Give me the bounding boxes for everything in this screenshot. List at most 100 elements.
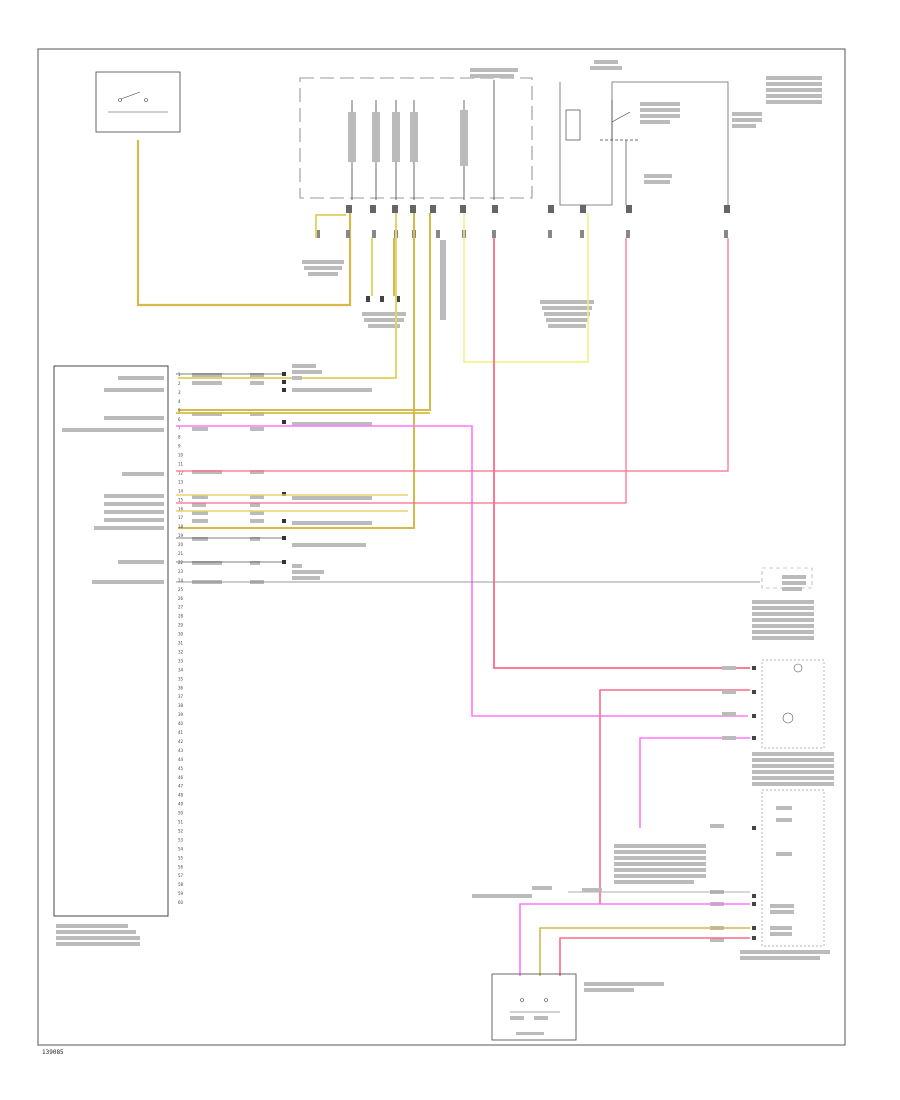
right-upper-module-box <box>761 659 825 749</box>
tcm-pin-number: 16 <box>178 506 184 511</box>
tcm-pin-number: 37 <box>178 694 184 699</box>
tcm-pin-number: 3 <box>178 390 181 395</box>
tcm-pin-number: 22 <box>178 560 184 565</box>
tcm-pin-number: 41 <box>178 730 184 735</box>
relay-coil-symbol <box>565 100 640 205</box>
tcm-pin-number: 9 <box>178 444 181 449</box>
tcm-pin-number: 12 <box>178 470 184 475</box>
tcm-pin-number: 18 <box>178 524 184 529</box>
tcm-pin-number: 45 <box>178 766 184 771</box>
tcm-pin-number: 55 <box>178 855 184 860</box>
tcm-pin-number: 46 <box>178 775 184 780</box>
tcm-pin-number: 26 <box>178 596 184 601</box>
right-small-connector-labels <box>752 575 814 640</box>
tcm-pin-number: 54 <box>178 846 184 851</box>
tcm-pin-number: 53 <box>178 837 184 842</box>
tcm-pin-arrows <box>282 372 286 564</box>
tcm-pin-number: 20 <box>178 542 184 547</box>
tcm-pin-number: 44 <box>178 757 184 762</box>
tcm-pin-number: 36 <box>178 685 184 690</box>
tcm-footer-label <box>56 924 140 946</box>
splice-ground-center <box>362 312 406 328</box>
tcm-pin-number: 59 <box>178 891 184 896</box>
tcm-pin-number: 43 <box>178 748 184 753</box>
bottom-switch-box <box>491 973 577 1041</box>
right-lower-module-box <box>761 789 825 947</box>
right-lower-module-wire-labels <box>710 824 724 942</box>
tcm-pin-number: 33 <box>178 658 184 663</box>
relay-labels <box>470 60 822 184</box>
tcm-pin-number: 47 <box>178 784 184 789</box>
tcm-pin-number: 52 <box>178 828 184 833</box>
tcm-pin-number: 15 <box>178 497 184 502</box>
tcm-pin-number: 49 <box>178 802 184 807</box>
tcm-short-wires <box>176 373 282 563</box>
tcm-pin-number: 31 <box>178 641 184 646</box>
wire-yellow-top-left <box>136 140 352 307</box>
tcm-pin-number: 10 <box>178 453 184 458</box>
tcm-pin-number: 38 <box>178 703 184 708</box>
tcm-tail-labels <box>292 364 372 580</box>
right-upper-module-wire-labels <box>722 666 736 740</box>
tcm-pin-number: 50 <box>178 811 184 816</box>
right-upper-module-icon-1 <box>793 663 803 673</box>
tcm-pin-number: 40 <box>178 721 184 726</box>
bottom-switch-symbol <box>510 998 560 1013</box>
tcm-pin-number: 17 <box>178 515 184 520</box>
tcm-module-box <box>53 365 169 917</box>
tcm-pin-number: 48 <box>178 793 184 798</box>
tcm-pin-number: 8 <box>178 435 181 440</box>
tcm-pin-number: 19 <box>178 533 184 538</box>
tcm-pin-number: 57 <box>178 873 184 878</box>
tcm-pin-number: 5 <box>178 408 181 413</box>
tcm-pin-number: 29 <box>178 623 184 628</box>
tcm-pin-number: 56 <box>178 864 184 869</box>
right-lower-module-pins <box>752 826 756 940</box>
diagram-border <box>37 48 846 1046</box>
tcm-pin-number: 39 <box>178 712 184 717</box>
wires-center-yellow <box>178 213 589 529</box>
tcm-pin-number: 6 <box>178 417 181 422</box>
tcm-pin-number: 7 <box>178 426 181 431</box>
top-right-relay-box <box>559 81 729 206</box>
tcm-grey-wire-labels <box>192 373 264 584</box>
tcm-pin-number: 60 <box>178 900 184 905</box>
tcm-pin-number: 13 <box>178 479 184 484</box>
tcm-pin-number: 11 <box>178 462 184 467</box>
top-center-module-box <box>299 77 533 199</box>
splice-ground-center-rotated <box>440 240 446 320</box>
splice-ground-left <box>302 260 344 276</box>
tcm-pin-number: 23 <box>178 569 184 574</box>
tcm-pin-number: 1 <box>178 372 181 377</box>
tcm-pin-column: 1234567891011121314151617181920212223242… <box>178 372 184 905</box>
bottom-switch-labels <box>510 982 664 1035</box>
splice-ground-right <box>540 300 594 328</box>
right-upper-module-icon-2 <box>782 712 794 724</box>
tcm-pin-number: 30 <box>178 632 184 637</box>
wires-to-bottom-switch <box>519 891 750 976</box>
tcm-pin-number: 58 <box>178 882 184 887</box>
tcm-pin-number: 21 <box>178 551 184 556</box>
right-lower-module-labels <box>740 752 834 960</box>
right-upper-module-wires <box>599 689 750 904</box>
second-connector-row <box>316 230 728 238</box>
tcm-labels <box>62 376 164 584</box>
tcm-pin-number: 24 <box>178 578 184 583</box>
tcm-pin-number: 42 <box>178 739 184 744</box>
top-center-rotated-labels <box>348 110 468 166</box>
top-connector-row <box>346 205 730 213</box>
tcm-pin-number: 2 <box>178 381 181 386</box>
ground-symbols <box>366 296 400 302</box>
tcm-pin-number: 25 <box>178 587 184 592</box>
page-code: 139085 <box>42 1049 64 1056</box>
tcm-pin-number: 51 <box>178 820 184 825</box>
tcm-pin-number: 14 <box>178 488 184 493</box>
right-upper-module-pins <box>752 666 756 740</box>
tcm-pin-number: 28 <box>178 614 184 619</box>
tcm-pin-number: 4 <box>178 399 181 404</box>
top-left-switch-box <box>95 71 181 133</box>
tcm-pin-number: 35 <box>178 676 184 681</box>
tcm-pin-number: 32 <box>178 649 184 654</box>
top-left-switch-symbol <box>108 91 168 113</box>
